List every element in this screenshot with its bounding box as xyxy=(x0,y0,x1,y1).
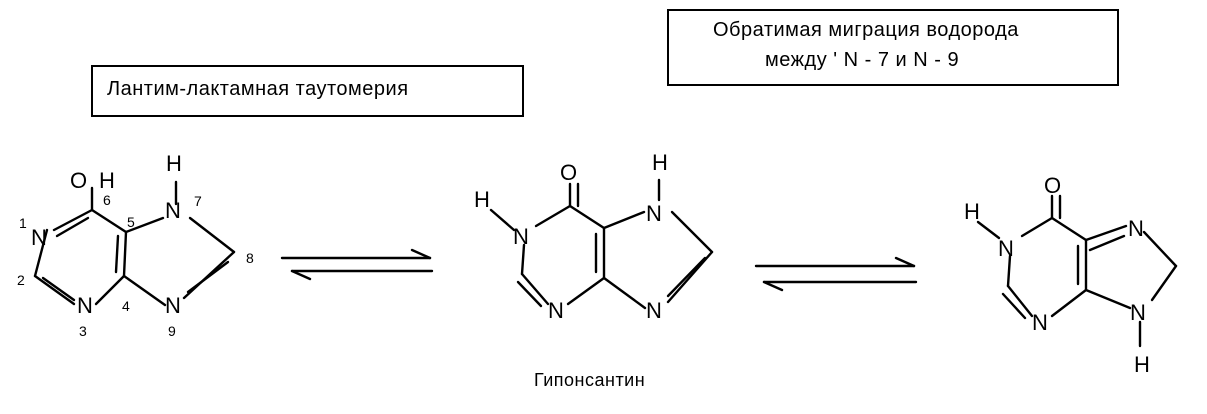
position-5: 5 xyxy=(127,214,135,230)
hydrogen-migration-label-box: Обратимая миграция водорода между ' N - … xyxy=(667,9,1119,86)
hypox2-n9: N xyxy=(1130,300,1146,325)
hypox1-oxygen: O xyxy=(560,160,577,185)
hypox1-n9: N xyxy=(646,298,662,323)
lactim-n7-h: H xyxy=(166,151,182,176)
hypox1-n1-h: H xyxy=(474,187,490,212)
position-3: 3 xyxy=(79,323,87,339)
position-1: 1 xyxy=(19,215,27,231)
position-4: 4 xyxy=(122,298,130,314)
hydrogen-migration-label-line1: Обратимая миграция водорода xyxy=(713,19,1019,41)
hypox2-n3: N xyxy=(1032,310,1048,335)
lactim-n3: N xyxy=(77,293,93,318)
compound-name: Гипонсантин xyxy=(534,370,645,390)
hypox2-n7: N xyxy=(1128,216,1144,241)
lactim-structure: O H H N N N N 1 2 3 4 5 6 7 8 9 xyxy=(17,151,254,339)
hypoxanthine-n9h-structure: H O N N N N H xyxy=(964,173,1178,377)
position-6: 6 xyxy=(103,192,111,208)
position-7: 7 xyxy=(194,193,202,209)
lactim-oxygen: O xyxy=(70,168,87,193)
position-8: 8 xyxy=(246,250,254,266)
position-9: 9 xyxy=(168,323,176,339)
equilibrium-arrows-2 xyxy=(754,256,918,292)
hypox1-n3: N xyxy=(548,298,564,323)
hypox2-n9-h: H xyxy=(1134,352,1150,377)
lactim-n7: N xyxy=(165,198,181,223)
lactim-hydroxyl-h: H xyxy=(99,168,115,193)
hypox1-n1: N xyxy=(513,224,529,249)
hydrogen-migration-label-line2: между ' N - 7 и N - 9 xyxy=(765,49,960,71)
lactim-n9: N xyxy=(165,293,181,318)
hypox2-oxygen: O xyxy=(1044,173,1061,198)
hypox1-n7: N xyxy=(646,201,662,226)
position-2: 2 xyxy=(17,272,25,288)
lactim-lactam-label: Лантим-лактамная таутомерия xyxy=(107,78,409,100)
lactim-lactam-label-box: Лантим-лактамная таутомерия xyxy=(91,65,524,117)
hypox1-n7-h: H xyxy=(652,150,668,175)
equilibrium-arrows-1 xyxy=(280,248,434,281)
hypox2-n1: N xyxy=(998,236,1014,261)
lactim-n1: N xyxy=(31,225,47,250)
hypox2-n1-h: H xyxy=(964,199,980,224)
hypoxanthine-n7h-structure: H O H N N N N xyxy=(474,150,714,323)
